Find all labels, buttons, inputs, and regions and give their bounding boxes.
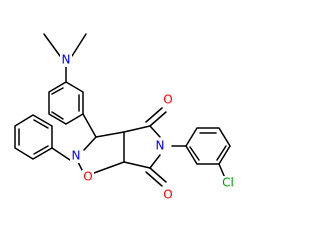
aryl-ring-left bbox=[14, 114, 53, 160]
bond-c6-o-1 bbox=[149, 167, 167, 183]
label-bg-o-upper bbox=[162, 93, 174, 107]
aryl-ring-right-double-2 bbox=[216, 145, 227, 161]
aryl-ring-upper-double-3 bbox=[51, 87, 64, 95]
atom-label-o-carbonyl-lower: O bbox=[163, 188, 172, 202]
atom-label-n-isoxazolidine: N bbox=[72, 149, 81, 163]
aryl-ring-upper bbox=[48, 81, 84, 125]
atom-label-cl: Cl bbox=[222, 176, 234, 190]
bond-c6a-o bbox=[93, 161, 125, 174]
label-bg-o-lower bbox=[162, 188, 174, 202]
atom-label-n-imide: N bbox=[156, 139, 165, 153]
atom-label-o-carbonyl-upper: O bbox=[163, 93, 172, 107]
bond-network bbox=[14, 33, 231, 187]
label-bg-n-isoxazolidine bbox=[70, 149, 82, 163]
bond-c3-c3a bbox=[95, 131, 125, 138]
bond-n-c6 bbox=[149, 154, 161, 169]
atom-label-o-ring: O bbox=[83, 170, 92, 184]
bond-c6-o-2 bbox=[145, 171, 163, 187]
label-bg-o-ring bbox=[82, 170, 94, 184]
atom-labels: N N N O O O Cl bbox=[60, 53, 237, 202]
molecule-structure-diagram: N N N O O O Cl bbox=[14, 33, 237, 202]
bond-aryl-cl bbox=[218, 163, 226, 179]
aryl-ring-left-double-1 bbox=[33, 145, 49, 155]
label-bg-n-imide bbox=[154, 139, 166, 153]
bond-c3a-c4 bbox=[123, 125, 151, 133]
bond-c3-n bbox=[83, 136, 97, 151]
bond-n-phenyl bbox=[51, 147, 71, 161]
aryl-ring-right-double-3 bbox=[189, 146, 200, 161]
atom-label-n-dimethylamino: N bbox=[62, 53, 71, 67]
bond-c4-n bbox=[149, 125, 161, 138]
aryl-ring-upper-double-2 bbox=[51, 111, 64, 120]
bond-c4-o-1 bbox=[149, 111, 167, 127]
bond-n-methyl-right bbox=[71, 33, 87, 57]
label-bg-cl bbox=[219, 176, 237, 190]
bond-c4-o-2 bbox=[145, 107, 163, 123]
bond-aryl-c3 bbox=[82, 113, 97, 138]
aryl-ring-right bbox=[185, 127, 231, 165]
aryl-ring-left-double-3 bbox=[33, 119, 49, 129]
bond-n-methyl-left bbox=[43, 33, 61, 57]
bond-c6-c6a bbox=[123, 161, 151, 169]
label-bg-n-dimethyl bbox=[60, 53, 72, 67]
